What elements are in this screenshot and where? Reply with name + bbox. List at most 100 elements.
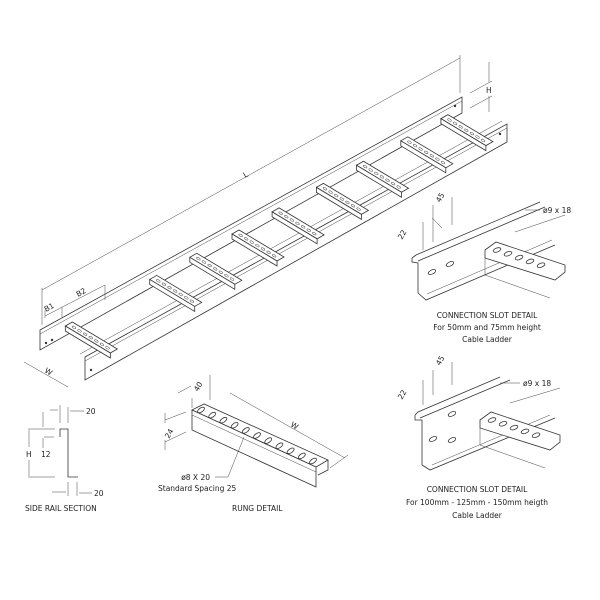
dim-22: 22 xyxy=(396,388,409,401)
rung-slot xyxy=(339,197,344,201)
rung-slot xyxy=(350,204,356,208)
rung-detail-title: RUNG DETAIL xyxy=(232,504,283,513)
rung-side xyxy=(316,186,362,221)
rung-slot xyxy=(458,125,463,129)
rung-slot xyxy=(391,182,396,186)
rung-slot xyxy=(167,286,172,290)
rung-slot xyxy=(334,194,339,198)
rung-slot xyxy=(184,296,189,300)
ladder-rung xyxy=(148,274,203,313)
ladder-rung xyxy=(64,321,119,359)
ladder-rung xyxy=(440,114,494,152)
rung-slot xyxy=(99,342,104,346)
rung-slot xyxy=(213,267,218,271)
rung-slot xyxy=(219,416,228,424)
dim-22: 22 xyxy=(396,228,409,241)
ladder-rung xyxy=(400,136,454,174)
ladder-rung xyxy=(231,229,285,267)
rung-slot xyxy=(189,299,194,303)
dim-bottom-flange: 20 xyxy=(94,489,104,498)
rung-slot xyxy=(275,442,284,449)
rung-slot xyxy=(481,138,486,143)
connection-slot xyxy=(492,247,502,253)
dim-height: H xyxy=(26,450,32,459)
rung-slot xyxy=(374,171,379,176)
rung-slot xyxy=(284,215,289,219)
dim-24: 24 xyxy=(163,427,176,440)
rung-slot xyxy=(301,225,306,229)
rung-slot xyxy=(77,329,82,333)
rung-slot xyxy=(224,274,229,278)
dim-L: L xyxy=(242,169,251,179)
connection-slot xyxy=(498,421,508,427)
rung-side xyxy=(440,117,487,152)
rung-slot xyxy=(475,135,480,139)
rung-slot xyxy=(322,187,328,191)
slot-size: ø9 x 18 xyxy=(543,206,571,215)
rung-slot xyxy=(156,279,161,283)
rung-slot xyxy=(238,233,243,237)
dim-B1: B1 xyxy=(43,301,56,314)
rung-slot xyxy=(208,411,217,419)
rung-slot xyxy=(289,218,294,222)
rung-slot xyxy=(306,228,311,232)
bolt-hole xyxy=(44,341,48,345)
rung-side xyxy=(400,140,447,174)
connection-slot xyxy=(514,254,524,261)
main-ladder: L H B1 B2 W xyxy=(23,55,508,388)
rung-slot xyxy=(453,121,458,126)
side-rail-section: 20 12 H 20 SIDE RAIL SECTION xyxy=(25,405,104,513)
dim-W: W xyxy=(43,366,54,378)
dim-H: H xyxy=(486,86,492,95)
rung-slot xyxy=(71,325,76,329)
detail-title: CONNECTION SLOT DETAIL xyxy=(437,311,538,320)
rung-slot xyxy=(356,207,361,211)
dim-B2: B2 xyxy=(75,286,88,299)
dim-top-flange: 20 xyxy=(86,407,96,416)
rung-side xyxy=(149,278,196,313)
rung-slot xyxy=(241,427,250,434)
dim-40: 40 xyxy=(192,380,205,393)
rung-slot xyxy=(266,250,271,254)
rung-slot xyxy=(363,165,368,169)
connection-slot xyxy=(525,258,535,265)
connection-slot xyxy=(520,428,530,435)
rung-slot xyxy=(429,154,434,158)
dim-45: 45 xyxy=(434,191,447,204)
rung-slot xyxy=(244,237,249,241)
rung-slot xyxy=(201,260,207,264)
bolt-hole xyxy=(498,132,502,136)
connection-slot xyxy=(503,251,513,257)
rung-slot xyxy=(435,157,440,161)
slot-size: ø9 x 18 xyxy=(523,379,551,388)
dim-45: 45 xyxy=(434,354,447,367)
rung-slot xyxy=(161,282,166,286)
rung-side xyxy=(189,256,236,290)
rung-slot xyxy=(309,457,317,465)
rung-slot xyxy=(297,452,306,460)
rung-slot xyxy=(440,161,446,165)
connection-slot xyxy=(509,424,519,431)
rung-slot xyxy=(385,178,390,182)
rung-slot xyxy=(105,346,110,350)
rung-slot xyxy=(88,336,93,340)
rung-side xyxy=(231,233,278,267)
rung-slot xyxy=(407,140,412,144)
rung-slot xyxy=(447,118,452,122)
rung-slot xyxy=(230,422,239,429)
connection-slot xyxy=(531,432,541,438)
rung-detail: 40 24 W ø8 X 20 Standard Spacing 25 RUNG… xyxy=(158,375,349,513)
bolt-hole xyxy=(453,104,457,108)
rung-side xyxy=(271,211,318,245)
rung-slot xyxy=(379,175,384,179)
rung-slot xyxy=(83,332,88,336)
rung-slot xyxy=(312,232,317,236)
rung-slot xyxy=(396,185,401,189)
rung-slot xyxy=(368,168,373,172)
detail-subtitle-2: Cable Ladder xyxy=(462,335,513,344)
rung-slot xyxy=(272,254,277,258)
connection-slot-detail-large: 45 22 ø9 x 18 CONNECTION SLOT DETAIL For… xyxy=(396,354,561,520)
rung-slot xyxy=(278,211,283,215)
